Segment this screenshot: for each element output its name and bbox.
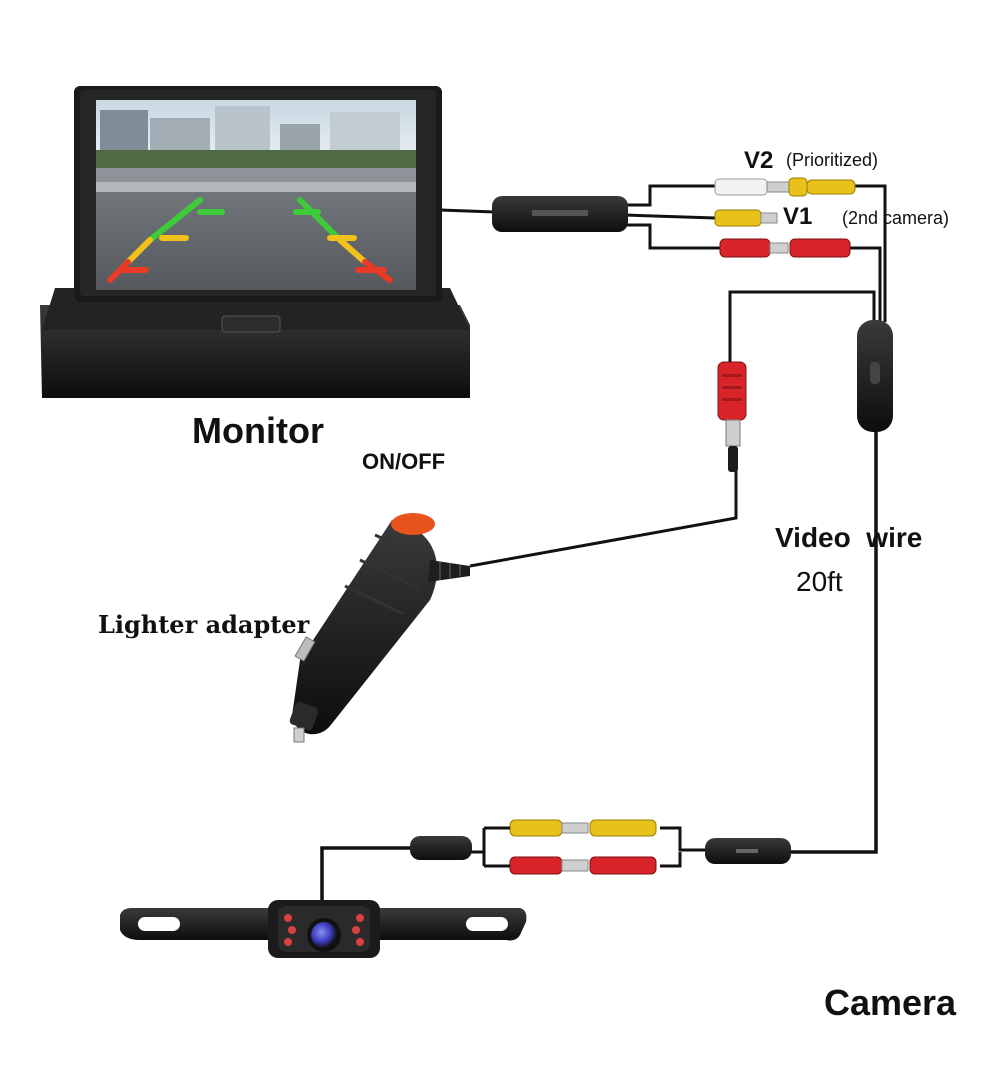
ir-leds: [284, 914, 364, 946]
lighter-adapter-icon: [289, 513, 470, 743]
adapter-power-wire: [469, 470, 738, 568]
wires: [320, 184, 887, 910]
v2-wire: [855, 184, 887, 322]
monitor-screen: [96, 100, 416, 290]
on-off-label: ON/OFF: [362, 449, 446, 474]
power-loop-wire: [728, 290, 876, 362]
camera-split-wires: [470, 826, 705, 868]
lighter-adapter-label: Lighter adapter: [98, 610, 310, 639]
red-power-wire: [850, 246, 882, 322]
monitor-cable: [439, 208, 496, 214]
v1-yellow-connector: [714, 209, 778, 227]
v2-label: V2: [744, 147, 774, 174]
monitor-connector-box: [492, 196, 628, 232]
monitor-label: Monitor: [192, 410, 324, 451]
power-plug: [717, 361, 747, 472]
v1-label: V1: [783, 203, 813, 230]
camera-connectors: [410, 819, 791, 875]
v2-white-connector: [714, 177, 856, 197]
video-wire-junction: [857, 320, 893, 432]
video-wire-length: 20ft: [796, 566, 843, 597]
camera-label: Camera: [824, 982, 957, 1023]
camera-cable: [320, 846, 412, 910]
red-power-connector: [719, 238, 851, 258]
monitor-icon: [40, 86, 470, 398]
camera-icon: [120, 900, 527, 958]
second-camera-note: (2nd camera): [842, 208, 950, 228]
video-wire-label: Video wire: [775, 522, 923, 553]
parking-guide-lines: [107, 197, 393, 283]
v2-prioritized-note: (Prioritized): [786, 150, 879, 170]
rca-connector-icon: [714, 177, 856, 258]
split-wires: [624, 184, 720, 250]
video-wire: [790, 430, 878, 854]
